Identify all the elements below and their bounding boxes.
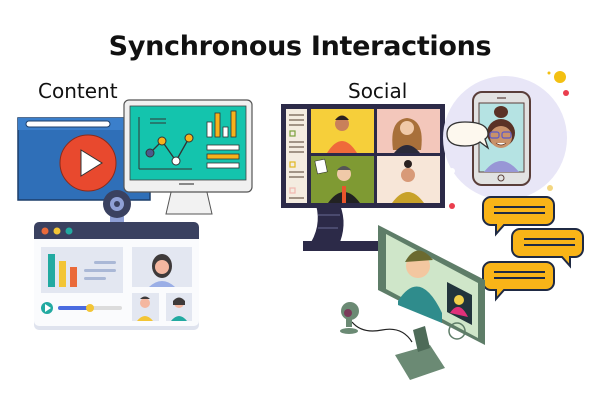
section-label-content: Content bbox=[38, 79, 118, 103]
webcam-icon bbox=[103, 190, 131, 224]
speech-bubble-icon bbox=[446, 121, 490, 150]
desktop-webcam-icon bbox=[340, 302, 413, 343]
isometric-video-call-monitor bbox=[340, 225, 485, 380]
chat-bubbles-icon bbox=[482, 196, 584, 302]
section-label-social: Social bbox=[348, 79, 408, 103]
analytics-monitor bbox=[123, 99, 253, 215]
smartphone-video-call bbox=[443, 71, 569, 209]
elearning-dashboard bbox=[34, 222, 199, 330]
page-title: Synchronous Interactions bbox=[108, 31, 492, 62]
video-conference-monitor bbox=[281, 104, 445, 251]
play-icon bbox=[59, 134, 117, 192]
